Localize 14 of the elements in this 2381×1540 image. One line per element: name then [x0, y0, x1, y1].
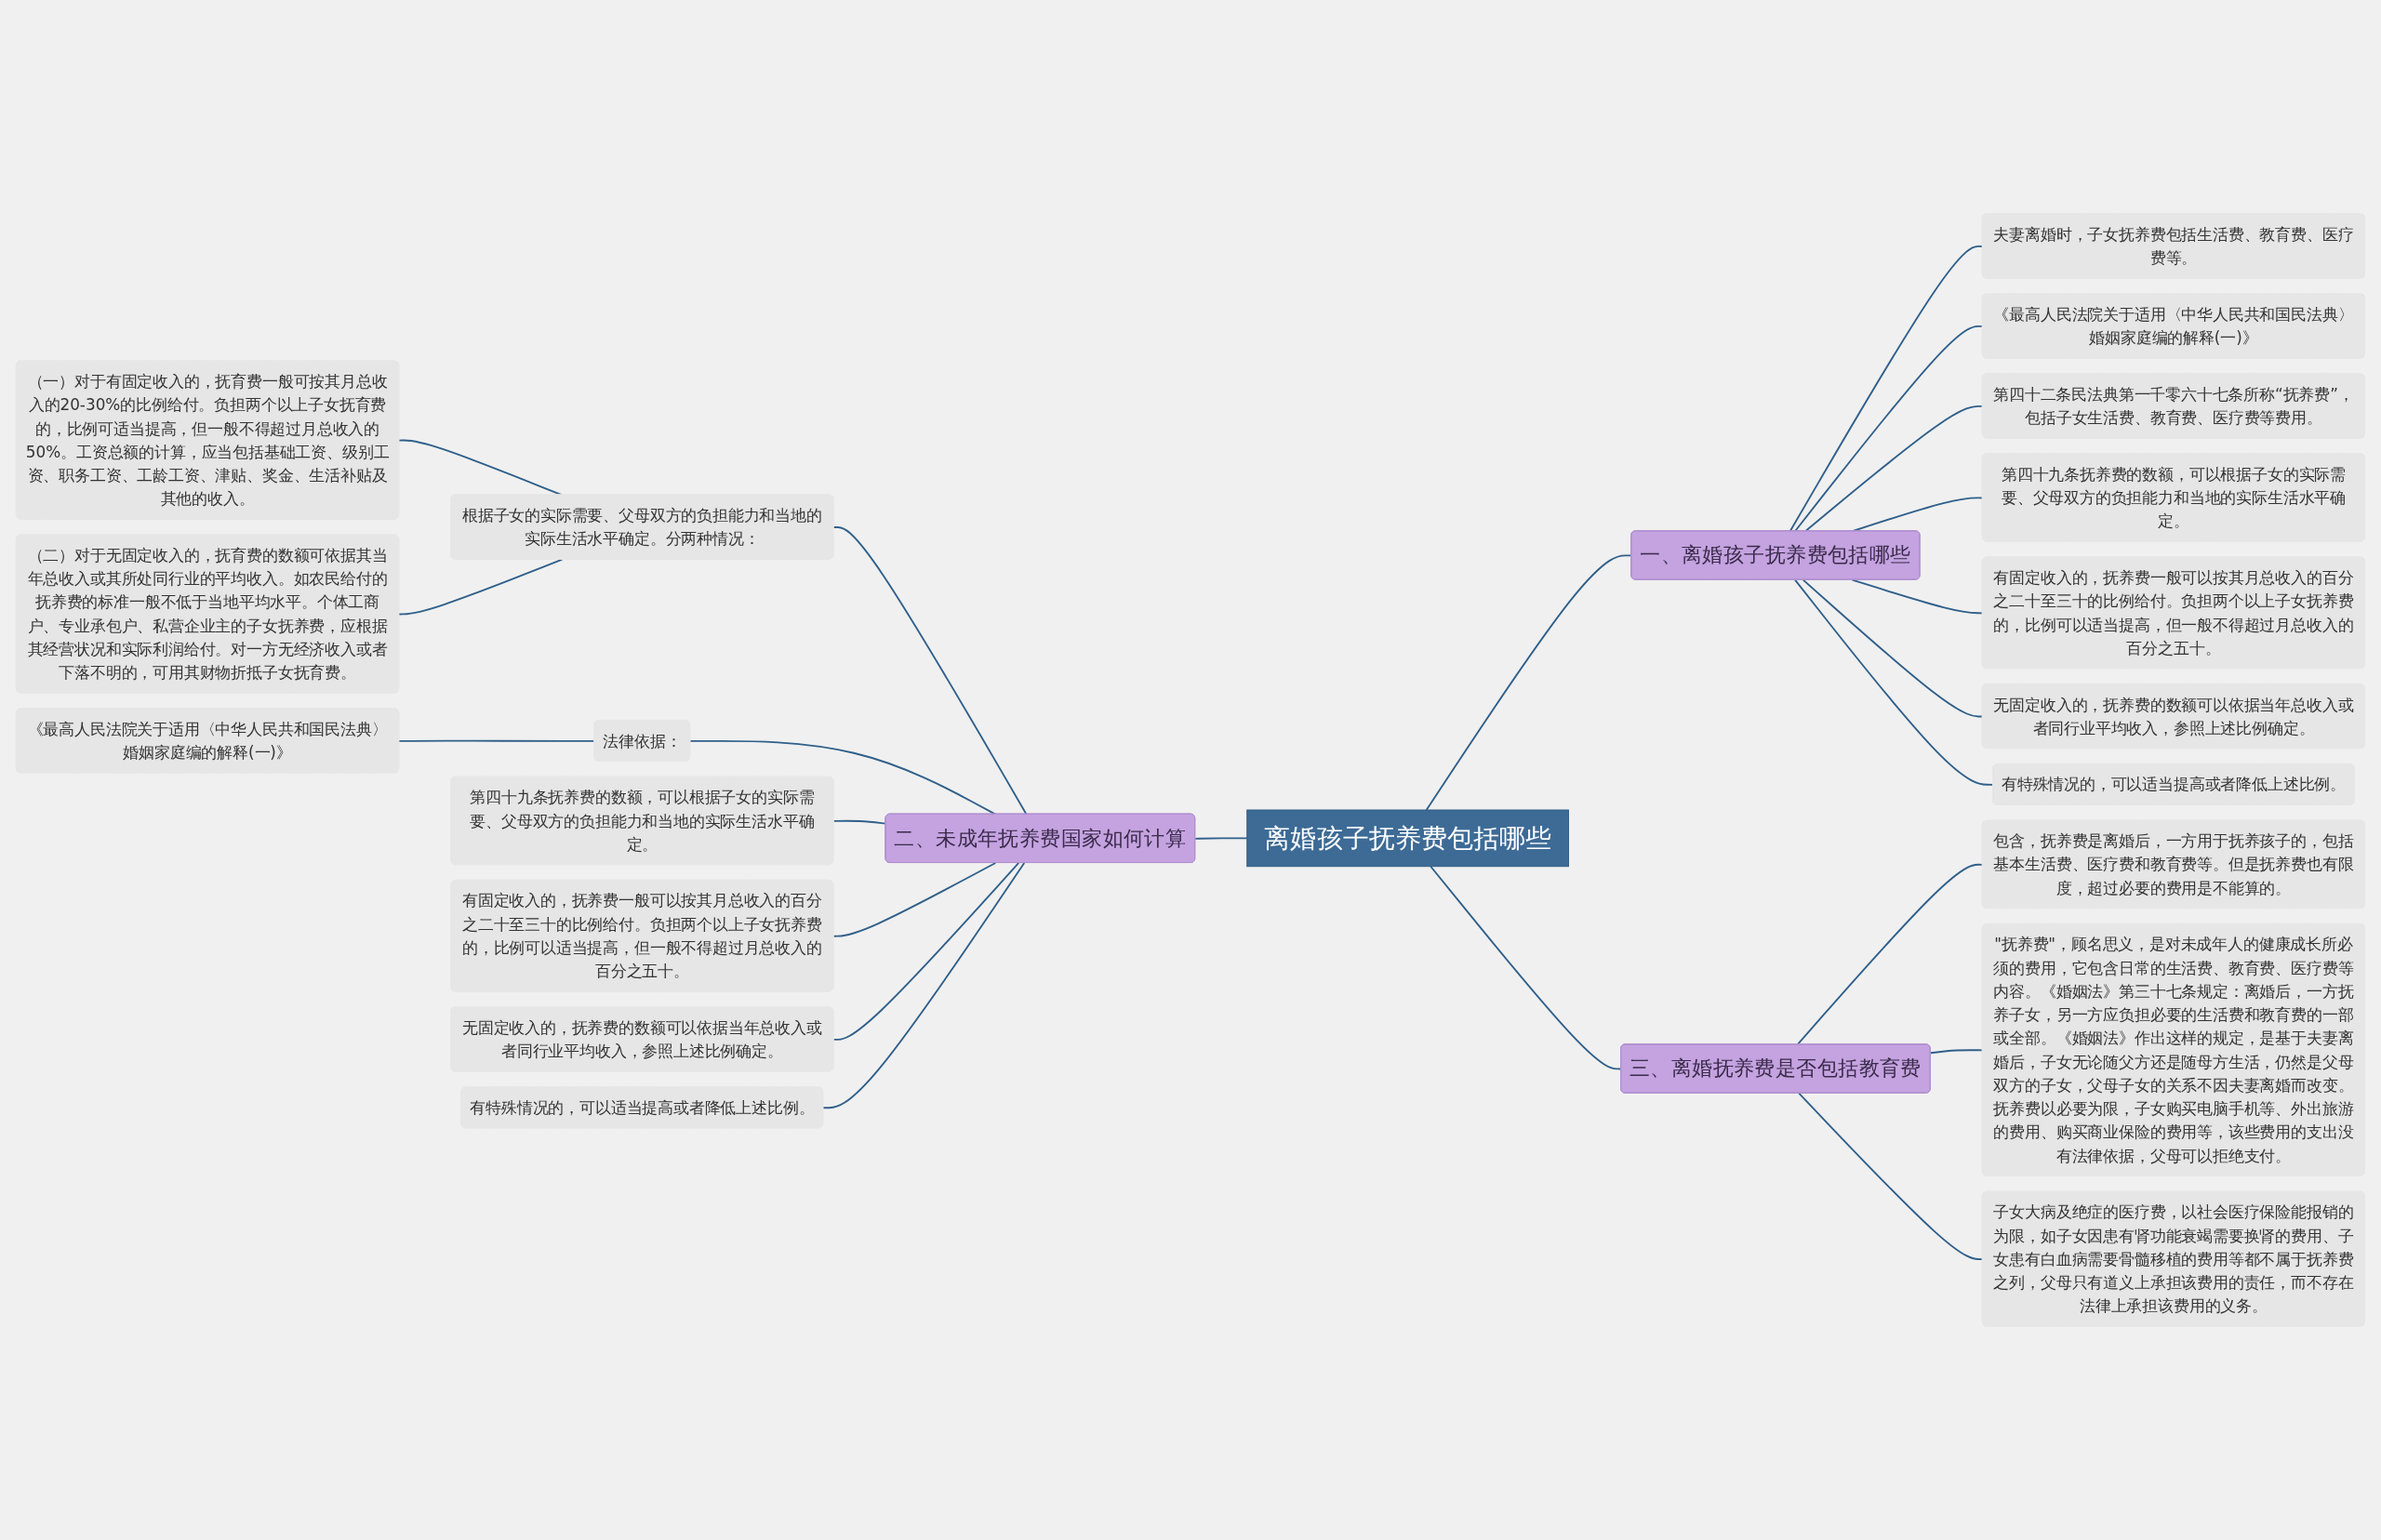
- connector: [689, 739, 997, 816]
- connector: [1194, 837, 1248, 840]
- connector: [822, 862, 1026, 1109]
- node-box: 离婚孩子抚养费包括哪些: [1246, 809, 1569, 868]
- connector: [1802, 578, 1984, 718]
- connector: [1851, 578, 1984, 615]
- connector: [832, 526, 1028, 816]
- connector: [398, 558, 564, 616]
- connector: [832, 862, 1020, 1041]
- connector: [832, 862, 997, 937]
- connector: [1430, 865, 1622, 1070]
- connector: [1929, 1049, 1984, 1055]
- connector: [1798, 1092, 1984, 1261]
- connector: [1794, 578, 1994, 786]
